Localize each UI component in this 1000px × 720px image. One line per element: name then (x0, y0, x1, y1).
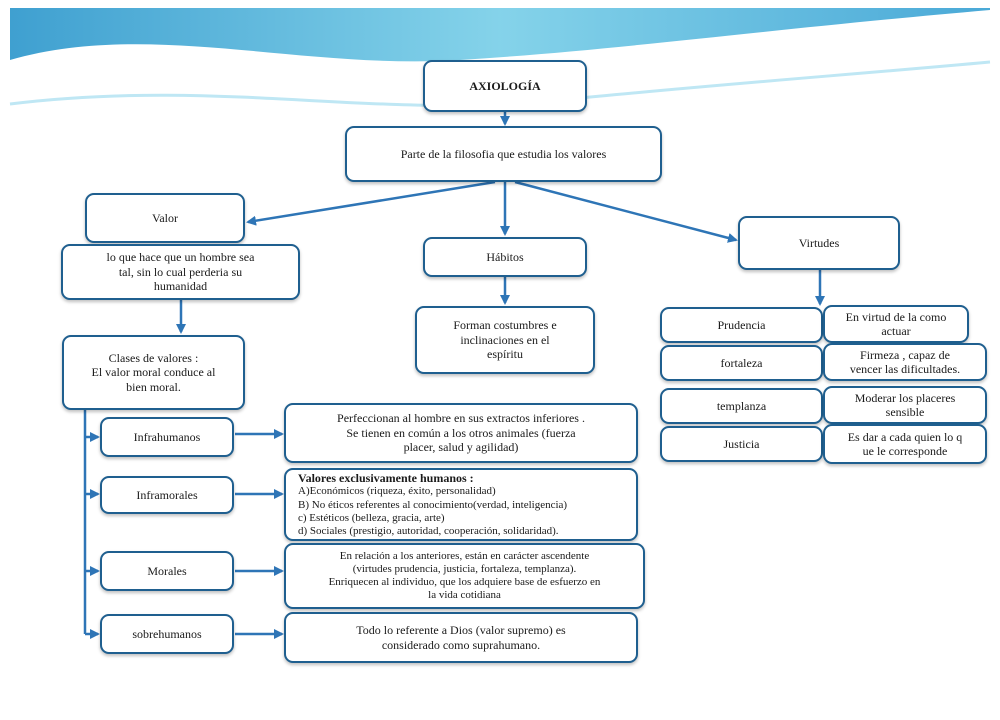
virtud-name: Prudencia (717, 317, 766, 332)
clase-name: sobrehumanos (132, 626, 202, 641)
virtud-desc-line: En virtud de la como (845, 309, 947, 324)
clase-name-morales: Morales (100, 551, 234, 591)
virtud-desc-line: actuar (881, 324, 911, 338)
clases-line: El valor moral conduce al (91, 365, 216, 380)
clase-desc-infrahumanos: Perfeccionan al hombre en sus extractos … (284, 403, 638, 463)
clase-desc-title: Valores exclusivamente humanos : (298, 470, 474, 485)
valor-label: Valor (152, 210, 178, 225)
root-definition: Parte de la filosofia que estudia los va… (400, 146, 607, 161)
clase-name-sobrehumanos: sobrehumanos (100, 614, 234, 654)
habitos-def-line: Forman costumbres e (453, 318, 557, 333)
virtud-name: fortaleza (720, 355, 763, 370)
virtud-desc-line: Es dar a cada quien lo q (847, 429, 963, 444)
valor-def-line: lo que hace que un hombre sea (106, 250, 255, 265)
virtud-name-templanza: templanza (660, 388, 823, 424)
clase-desc-line: A)Económicos (riqueza, éxito, personalid… (298, 485, 496, 498)
virtud-desc-line: vencer las dificultades. (849, 362, 961, 376)
arrow-to-valor (246, 180, 496, 226)
clase-desc-line: c) Estéticos (belleza, gracia, arte) (298, 511, 445, 524)
habitos-def-line: inclinaciones en el (460, 332, 550, 347)
clase-desc-sobrehumanos: Todo lo referente a Dios (valor supremo)… (284, 612, 638, 663)
valor-definition-node: lo que hace que un hombre sea tal, sin l… (61, 244, 300, 300)
clase-name: Morales (147, 563, 187, 578)
clase-desc-line: (virtudes prudencia, justicia, fortaleza… (352, 562, 577, 575)
virtud-desc-justicia: Es dar a cada quien lo q ue le correspon… (823, 424, 987, 464)
valor-def-line: humanidad (153, 279, 208, 294)
clase-desc-line: Perfeccionan al hombre en sus extractos … (337, 411, 585, 426)
clase-name: Inframorales (136, 487, 198, 502)
virtud-desc-templanza: Moderar los placeres sensible (823, 386, 987, 424)
virtud-desc-line: Moderar los placeres (854, 390, 956, 405)
clase-desc-line: Todo lo referente a Dios (valor supremo)… (356, 623, 566, 638)
virtud-desc-line: ue le corresponde (862, 444, 948, 458)
virtud-name-prudencia: Prudencia (660, 307, 823, 343)
clase-name: Infrahumanos (133, 429, 201, 444)
clase-desc-line: placer, salud y agilidad) (403, 440, 519, 455)
habitos-node: Hábitos (423, 237, 587, 277)
clase-desc-line: Se tienen en común a los otros animales … (346, 425, 576, 440)
clase-desc-line: En relación a los anteriores, están en c… (339, 549, 590, 562)
clase-desc-line: B) No éticos referentes al conocimiento(… (298, 498, 568, 511)
valor-node: Valor (85, 193, 245, 243)
clases-line: bien moral. (126, 379, 181, 394)
virtud-name: templanza (716, 398, 767, 413)
clase-desc-line: la vida cotidiana (428, 589, 501, 602)
virtud-desc-line: sensible (885, 405, 925, 419)
clase-desc-line: considerado como suprahumano. (381, 637, 541, 652)
virtudes-label: Virtudes (798, 235, 840, 250)
valor-def-line: tal, sin lo cual perderia su (118, 264, 243, 279)
clases-line: Clases de valores : (108, 350, 199, 365)
virtud-desc-line: Firmeza , capaz de (860, 347, 950, 362)
habitos-definition-node: Forman costumbres e inclinaciones en el … (415, 306, 595, 374)
clase-desc-line: Enriquecen al individuo, que los adquier… (328, 576, 601, 588)
arrow-to-virtudes (514, 180, 738, 243)
root-title: AXIOLOGÍA (469, 78, 541, 93)
virtud-name: Justicia (723, 436, 760, 451)
virtudes-node: Virtudes (738, 216, 900, 270)
virtud-desc-fortaleza: Firmeza , capaz de vencer las dificultad… (823, 343, 987, 381)
clase-desc-line: d) Sociales (prestigio, autoridad, coope… (298, 524, 559, 537)
clase-desc-inframorales: Valores exclusivamente humanos : A)Econó… (284, 468, 638, 541)
root-definition-node: Parte de la filosofia que estudia los va… (345, 126, 662, 182)
virtud-desc-prudencia: En virtud de la como actuar (823, 305, 969, 343)
root-title-node: AXIOLOGÍA (423, 60, 587, 112)
clase-name-inframorales: Inframorales (100, 476, 234, 514)
clase-name-infrahumanos: Infrahumanos (100, 417, 234, 457)
clases-valores-node: Clases de valores : El valor moral condu… (62, 335, 245, 410)
habitos-label: Hábitos (486, 249, 524, 264)
clase-desc-morales: En relación a los anteriores, están en c… (284, 543, 645, 609)
virtud-name-fortaleza: fortaleza (660, 345, 823, 381)
virtud-name-justicia: Justicia (660, 426, 823, 462)
habitos-def-line: espíritu (487, 347, 523, 362)
